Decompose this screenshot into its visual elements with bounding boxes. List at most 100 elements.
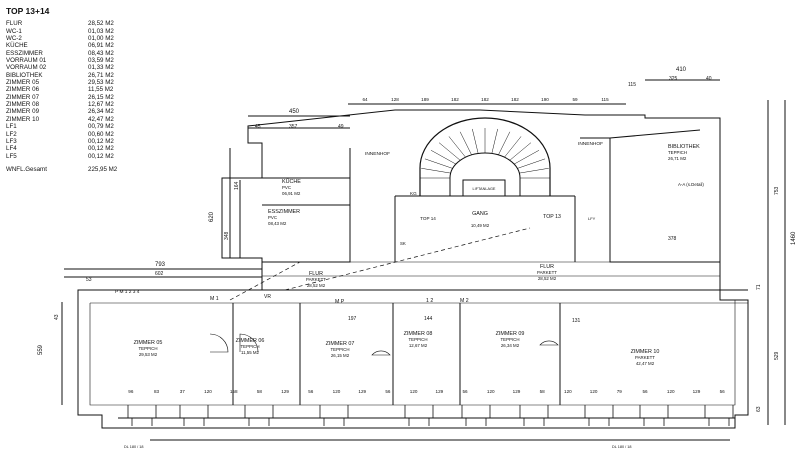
dim-bottom-23: 56: [720, 389, 726, 394]
legend-title: TOP 13+14: [6, 6, 50, 16]
dim-348: 348: [224, 231, 230, 240]
room-area-z08: 12,67 M2: [409, 343, 428, 348]
legend-room-area: 00,12 M2: [88, 152, 114, 160]
dim-131: 131: [572, 318, 581, 324]
staircase-steps: [420, 128, 550, 179]
legend-room-name: FLUR: [6, 20, 23, 28]
label-dl: DL 180 / 18: [124, 445, 144, 449]
dim-529: 529: [774, 351, 780, 360]
partition: [394, 195, 576, 262]
room-floor-z09: TEPPICH: [500, 337, 519, 342]
room-name-kueche: KÜCHE: [282, 178, 301, 185]
dim-bottom-22: 129: [693, 389, 701, 394]
dim-bottom-9: 129: [358, 389, 366, 394]
window: [179, 405, 209, 426]
room-name-z09: ZIMMER 09: [496, 331, 525, 337]
label-m12: 1 2: [426, 298, 433, 304]
room-area-z05: 29,53 M2: [139, 352, 158, 357]
room-name-z10: ZIMMER 10: [631, 349, 660, 355]
dim-top-7: 59: [572, 97, 578, 102]
dim-bottom-19: 79: [617, 389, 623, 394]
dim-top-4: 182: [481, 97, 489, 102]
legend-room-name: ZIMMER 10: [6, 115, 40, 123]
door-swing: [239, 333, 259, 353]
room-floor-ess: PVC: [268, 215, 277, 220]
dim-line: [64, 79, 720, 278]
dim-164: 164: [234, 181, 240, 190]
legend-row: VORRAUM 01 03,59 M2: [6, 57, 176, 64]
dim-top-1: 128: [391, 97, 399, 102]
dim-49: 49: [338, 124, 344, 130]
room-floor-z05: TEPPICH: [138, 346, 157, 351]
legend-room-area: 03,59 M2: [88, 57, 114, 65]
dim-197: 197: [348, 316, 357, 322]
room-name-sk: SK: [400, 241, 406, 246]
legend-room-name: ZIMMER 09: [6, 108, 40, 116]
legend-room-area: 26,15 M2: [88, 93, 114, 101]
legend-room-name: LF1: [6, 123, 17, 131]
dim-top-0: 64: [362, 97, 368, 102]
room-floor-biblio: TEPPICH: [668, 150, 687, 155]
legend-room-area: 28,52 M2: [88, 20, 114, 28]
stair-step: [513, 150, 540, 165]
room-area-ess: 08,43 M2: [268, 221, 287, 226]
windows: [127, 405, 734, 426]
stair-step: [491, 128, 498, 154]
room-area-z07: 26,15 M2: [331, 353, 350, 358]
legend-room-area: 01,00 M2: [88, 35, 114, 43]
room-area-flur2: 28,52 M2: [538, 276, 557, 281]
dim-793: 793: [155, 262, 166, 268]
dim-top-5: 182: [511, 97, 519, 102]
dashed-line: [229, 261, 301, 301]
room-area-gang: 10,49 M2: [471, 223, 490, 228]
legend-room-area: 29,53 M2: [88, 79, 114, 87]
legend-room-area: 12,67 M2: [88, 101, 114, 109]
label-innenhof: INNENHOF: [578, 141, 603, 147]
legend-room-name: VORRAUM 01: [6, 57, 47, 65]
stair-step: [438, 142, 461, 161]
dim-115: 115: [628, 82, 636, 88]
room-area-biblio: 26,71 M2: [668, 156, 687, 161]
window: [404, 405, 434, 426]
legend-room-area: 26,34 M2: [88, 108, 114, 116]
room-floor-z06: TEPPICH: [240, 344, 259, 349]
legend-room-name: ZIMMER 05: [6, 79, 40, 87]
label-mp: M P: [335, 299, 345, 305]
room-name-z05: ZIMMER 05: [134, 340, 163, 346]
total-value: 225,95 M2: [88, 165, 118, 173]
dim-bottom-13: 56: [463, 389, 469, 394]
staircase-outer: [419, 117, 551, 196]
dim-bottom-2: 37: [180, 389, 186, 394]
dim-bottom-14: 120: [487, 389, 495, 394]
dim-bottom-18: 120: [590, 389, 598, 394]
dim-bottom-15: 129: [513, 389, 521, 394]
legend-room-name: ZIMMER 08: [6, 101, 40, 109]
stair-step: [498, 131, 511, 156]
dim-line: [61, 100, 786, 425]
legend-room-area: 06,91 M2: [88, 42, 114, 50]
legend-room-name: WC-1: [6, 27, 22, 35]
room-name-top14: TOP 14: [420, 216, 436, 221]
dim-144: 144: [424, 316, 433, 322]
window: [461, 405, 491, 426]
stair-step: [448, 136, 466, 158]
legend-room-area: 00,12 M2: [88, 145, 114, 153]
dim-63: 63: [756, 406, 762, 412]
stair-step: [472, 128, 479, 154]
dim-1460: 1460: [791, 231, 797, 245]
label-m2: M 2: [460, 298, 469, 304]
legend-room-name: ESSZIMMER: [6, 49, 43, 57]
legend-row: ZIMMER 08 12,67 M2: [6, 101, 176, 108]
legend-row: ZIMMER 09 26,34 M2: [6, 108, 176, 115]
room-area-z06: 11,55 M2: [241, 350, 260, 355]
dim-bottom-20: 56: [642, 389, 648, 394]
